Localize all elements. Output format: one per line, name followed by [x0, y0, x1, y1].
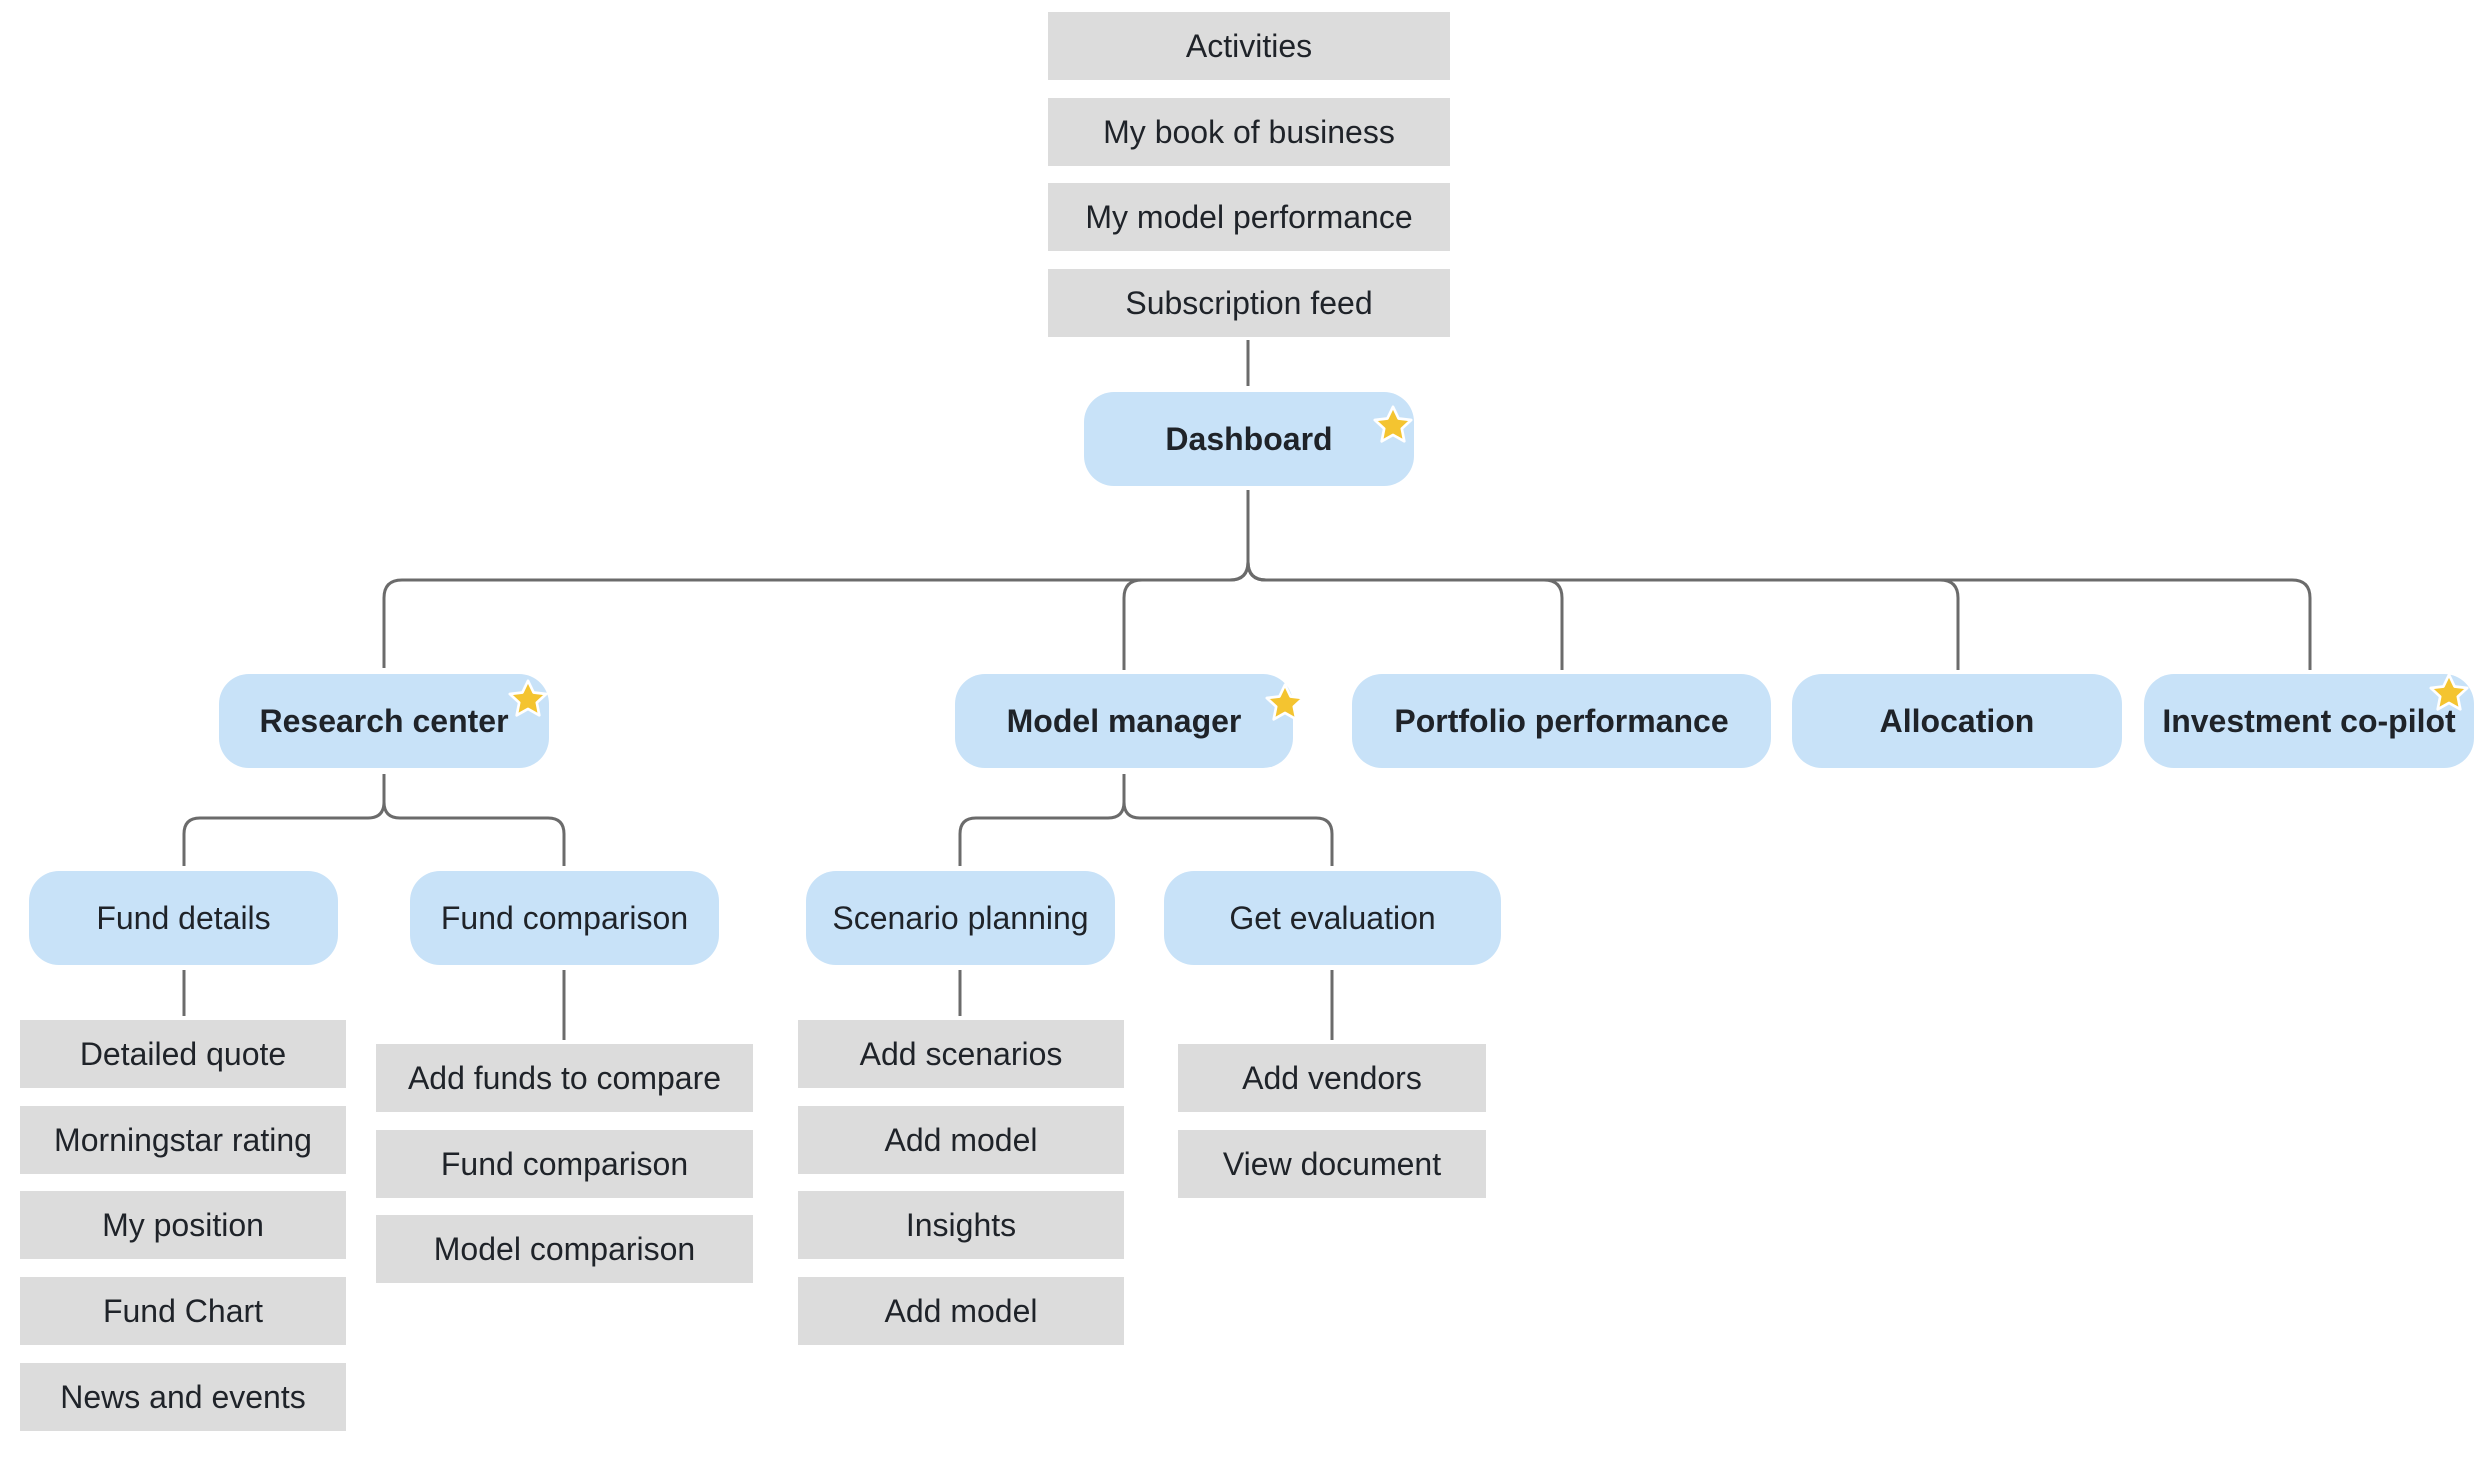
- connector-research-fund-details: [182, 774, 386, 866]
- section-investment-co-pilot: Investment co-pilot: [2144, 674, 2474, 768]
- page-box-add-model: Add model: [798, 1277, 1124, 1345]
- connector-research-fund-comparison: [382, 801, 566, 866]
- page-box-fund-chart: Fund Chart: [20, 1277, 346, 1345]
- subsection-fund-details: Fund details: [29, 871, 338, 965]
- connector-dashboard-portfolio: [1246, 561, 1564, 670]
- subsection-fund-comparison: Fund comparison: [410, 871, 719, 965]
- connector-dashboard-model: [1122, 561, 1250, 670]
- page-box-insights: Insights: [798, 1191, 1124, 1259]
- connector-dashboard-copilot: [1246, 561, 2312, 670]
- section-allocation: Allocation: [1792, 674, 2122, 768]
- section-model-manager: Model manager: [955, 674, 1293, 768]
- connector-model-scenario: [958, 774, 1126, 866]
- page-box-model-comparison: Model comparison: [376, 1215, 753, 1283]
- page-box-activities: Activities: [1048, 12, 1450, 80]
- page-box-add-vendors: Add vendors: [1178, 1044, 1486, 1112]
- section-research-center: Research center: [219, 674, 549, 768]
- subsection-scenario-planning: Scenario planning: [806, 871, 1115, 965]
- star-icon: [1373, 405, 1413, 443]
- dashboard-node: Dashboard: [1084, 392, 1414, 486]
- page-box-my-position: My position: [20, 1191, 346, 1259]
- page-box-add-model: Add model: [798, 1106, 1124, 1174]
- subsection-get-evaluation: Get evaluation: [1164, 871, 1501, 965]
- section-portfolio-performance: Portfolio performance: [1352, 674, 1771, 768]
- page-box-fund-comparison: Fund comparison: [376, 1130, 753, 1198]
- page-box-add-funds-to-compare: Add funds to compare: [376, 1044, 753, 1112]
- page-box-morningstar-rating: Morningstar rating: [20, 1106, 346, 1174]
- page-box-detailed-quote: Detailed quote: [20, 1020, 346, 1088]
- page-box-subscription-feed: Subscription feed: [1048, 269, 1450, 337]
- page-box-news-and-events: News and events: [20, 1363, 346, 1431]
- page-box-view-document: View document: [1178, 1130, 1486, 1198]
- page-box-my-book-of-business: My book of business: [1048, 98, 1450, 166]
- connector-dashboard-allocation: [1246, 561, 1960, 670]
- page-box-my-model-performance: My model performance: [1048, 183, 1450, 251]
- connector-model-evaluation: [1122, 801, 1334, 866]
- star-icon: [1265, 683, 1305, 721]
- connector-dashboard-research: [382, 490, 1250, 668]
- star-icon: [508, 679, 548, 717]
- star-icon: [2429, 673, 2469, 711]
- page-box-add-scenarios: Add scenarios: [798, 1020, 1124, 1088]
